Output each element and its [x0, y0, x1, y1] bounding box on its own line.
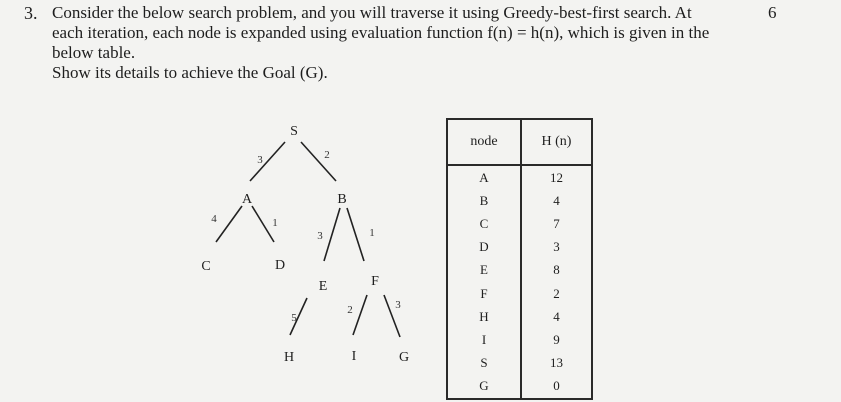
cell-h: 8: [520, 258, 593, 282]
cell-node: I: [446, 328, 522, 352]
node-d: D: [275, 258, 285, 273]
column-header-node: node: [446, 118, 522, 166]
node-a: A: [242, 192, 253, 207]
cell-node: F: [446, 281, 522, 306]
table-header-row: node H (n): [446, 118, 593, 166]
edge-label-s-a: 3: [257, 154, 263, 166]
edge-s-a: [249, 141, 286, 182]
search-tree-diagram: S A B C D E F H I G 3 2 4 1 3 1 5 2 3: [201, 124, 409, 365]
cell-node: D: [446, 235, 522, 259]
node-s: S: [290, 124, 298, 139]
edge-label-b-f: 1: [369, 227, 375, 239]
edge-label-a-c: 4: [211, 213, 217, 225]
cell-h: 7: [520, 212, 593, 236]
marks: 6: [768, 3, 777, 22]
cell-node: C: [446, 212, 522, 236]
cell-node: S: [446, 351, 522, 375]
edge-a-c: [215, 205, 243, 243]
question-number: 3.: [24, 3, 38, 23]
cell-h: 3: [520, 235, 593, 259]
question-line: Consider the below search problem, and y…: [52, 3, 692, 22]
node-f: F: [371, 274, 379, 289]
node-i: I: [352, 349, 357, 364]
cell-node: E: [446, 258, 522, 282]
edge-label-f-i: 2: [347, 304, 353, 316]
cell-node: H: [446, 305, 522, 329]
cell-h: 2: [520, 281, 593, 306]
cell-node: A: [446, 165, 522, 190]
edge-label-f-g: 3: [395, 299, 401, 311]
column-header-h: H (n): [520, 118, 593, 166]
edge-f-g: [383, 294, 401, 338]
edge-label-e-h: 5: [291, 312, 297, 324]
node-h: H: [284, 350, 294, 365]
node-e: E: [319, 279, 328, 294]
node-b: B: [337, 192, 346, 207]
edge-e-h: [289, 297, 308, 336]
cell-h: 0: [520, 374, 593, 401]
edge-a-d: [251, 205, 275, 243]
edge-f-i: [352, 294, 368, 336]
question-line: Show its details to achieve the Goal (G)…: [52, 63, 328, 82]
cell-h: 4: [520, 305, 593, 329]
cell-node: G: [446, 374, 522, 401]
node-c: C: [201, 259, 210, 274]
edge-s-b: [300, 141, 337, 182]
cell-h: 13: [520, 351, 593, 375]
cell-h: 4: [520, 189, 593, 213]
edge-label-a-d: 1: [272, 217, 278, 229]
cell-h: 12: [520, 165, 593, 190]
question-line: each iteration, each node is expanded us…: [52, 23, 710, 42]
edge-label-b-e: 3: [317, 230, 323, 242]
edge-b-f: [346, 207, 365, 262]
edge-label-s-b: 2: [324, 149, 330, 161]
cell-h: 9: [520, 328, 593, 352]
edge-b-e: [323, 207, 341, 262]
cell-node: B: [446, 189, 522, 213]
question-text: Consider the below search problem, and y…: [52, 3, 752, 83]
node-g: G: [399, 350, 409, 365]
question-line: below table.: [52, 43, 136, 62]
